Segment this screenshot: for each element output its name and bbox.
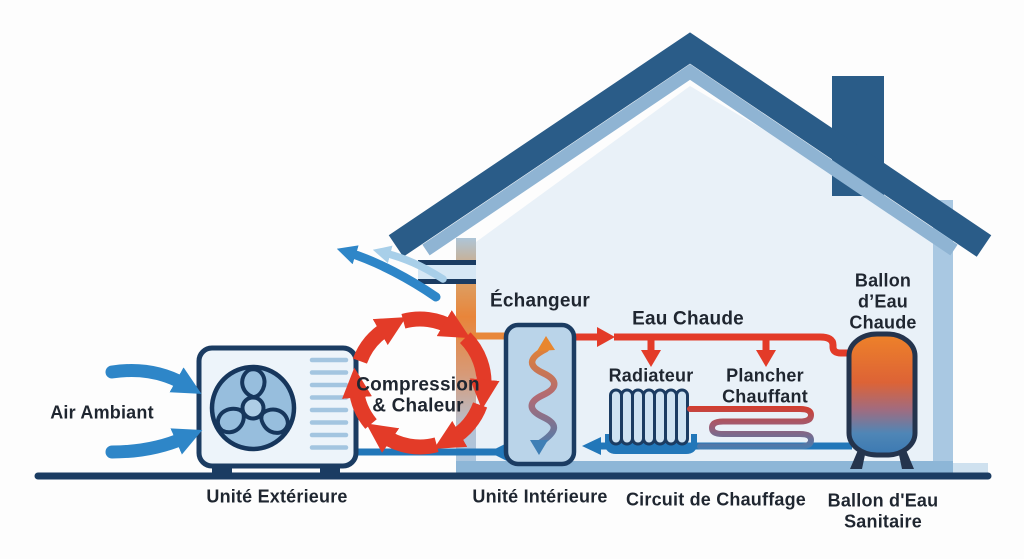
label-ballon-sanitaire-line2: Sanitaire [844,511,922,532]
label-plancher-line1: Plancher [726,365,804,386]
hot-water-tank [846,331,918,469]
label-ballon-sanitaire-line1: Ballon d'Eau [827,490,939,511]
label-plancher-line2: Chauffant [722,386,808,407]
outdoor-unit [196,345,359,476]
exchanger-wave [528,345,558,447]
label-compression-line2: & Chaleur [372,395,464,417]
radiator-base-pipe [605,434,697,454]
label-ballon-chaude-line3: Chaude [849,312,917,333]
return-arrowhead-left-icon [489,443,507,461]
fan-icon [209,364,297,452]
wave-arrow-up-icon [537,336,555,351]
floor-branch-arrowhead-icon [756,350,776,367]
label-circuit-chauffage: Circuit de Chauffage [625,489,807,510]
air-exhaust-arrows [336,245,447,302]
air-intake-arrows [105,364,203,459]
intake-arrow-top-icon [105,364,202,394]
tank-body [846,331,918,458]
intake-arrow-bottom-icon [105,428,203,459]
exhaust-arrow-dark-icon [336,245,441,302]
vent-top-edge [418,260,476,265]
label-ballon-chaude-line2: d’Eau [857,291,909,312]
house-floor [456,461,953,476]
hot-water-arrowhead-icon [597,327,615,347]
label-echangeur: Échangeur [490,290,590,312]
radiator-coils [609,388,689,446]
vent-bottom-edge [418,279,476,284]
return-arrowhead-right-icon [582,437,601,455]
label-compression-line1: Compression [356,374,480,396]
radiator-branch-arrowhead-icon [641,350,661,367]
label-unite-exterieure: Unité Extérieure [206,486,348,507]
tank-foot-right [898,450,914,469]
roof-inner-band [422,64,958,256]
label-ballon-chaude-line1: Ballon [854,270,912,291]
compression-cycle-arrows [342,310,500,455]
label-unite-interieure: Unité Intérieure [472,486,608,507]
label-air-ambiant: Air Ambiant [50,402,154,423]
outdoor-unit-vents [309,357,349,450]
wave-arrow-down-icon [530,440,548,455]
heat-exchanger [503,322,577,467]
label-radiateur: Radiateur [608,365,694,386]
hot-water-pipe [568,327,852,367]
floor-heating-coil [687,406,815,450]
label-eau-chaude: Eau Chaude [632,308,744,330]
exhaust-arrow-light-icon [372,245,447,283]
radiator [605,388,697,454]
house-right-wall [933,200,953,476]
house [388,32,992,476]
roof [388,32,992,257]
tank-foot-left [850,450,866,469]
